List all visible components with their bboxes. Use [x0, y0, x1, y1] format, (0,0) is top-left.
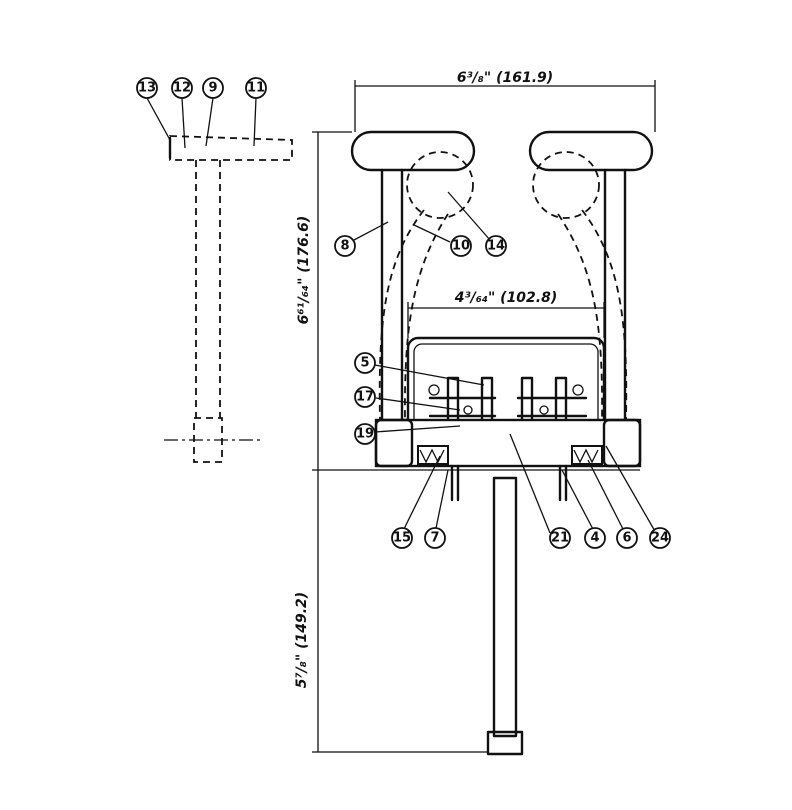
- dimension-upper-height: 6⁶¹/₆₄" (176.6): [296, 131, 640, 471]
- right-spring-block: [571, 445, 603, 465]
- svg-text:8: 8: [340, 239, 349, 254]
- support-column: [492, 476, 518, 738]
- svg-text:14: 14: [487, 239, 505, 254]
- svg-text:12: 12: [173, 81, 191, 96]
- callout-6: 6: [616, 527, 638, 549]
- callout-10: 10: [450, 235, 472, 257]
- dimension-inner-width-label: 4³/₆₄" (102.8): [454, 290, 558, 306]
- callout-12: 12: [171, 77, 193, 99]
- left-lever-hub: [406, 151, 474, 219]
- callout-14: 14: [485, 235, 507, 257]
- svg-text:7: 7: [430, 531, 439, 546]
- callout-19: 19: [354, 423, 376, 445]
- svg-text:17: 17: [356, 390, 374, 405]
- column-foot: [486, 730, 524, 756]
- dimension-lower-height: 5⁷/₈" (149.2): [294, 470, 488, 753]
- svg-text:15: 15: [393, 531, 411, 546]
- dimension-inner-width: 4³/₆₄" (102.8): [407, 290, 605, 338]
- callout-15: 15: [391, 527, 413, 549]
- callout-4: 4: [584, 527, 606, 549]
- svg-text:6: 6: [622, 531, 631, 546]
- svg-text:9: 9: [208, 81, 217, 96]
- dimension-top-width-label: 6³/₈" (161.9): [457, 70, 553, 86]
- svg-text:19: 19: [356, 427, 374, 442]
- svg-text:10: 10: [452, 239, 470, 254]
- callout-5: 5: [354, 352, 376, 374]
- callout-21: 21: [549, 527, 571, 549]
- left-lever-handle: [350, 130, 476, 172]
- front-view: [350, 130, 657, 756]
- svg-text:4: 4: [590, 531, 599, 546]
- svg-text:24: 24: [651, 531, 669, 546]
- dimension-top-width: 6³/₈" (161.9): [354, 70, 656, 132]
- right-lever-handle: [528, 130, 654, 172]
- right-lever-hub: [532, 151, 600, 219]
- side-view-handle-head: [169, 135, 293, 161]
- svg-text:11: 11: [247, 81, 265, 96]
- callout-7: 7: [424, 527, 446, 549]
- left-spring-block: [417, 445, 449, 465]
- svg-text:21: 21: [551, 531, 569, 546]
- dimension-upper-height-label: 6⁶¹/₆₄" (176.6): [296, 216, 312, 325]
- svg-text:13: 13: [138, 81, 156, 96]
- callout-24: 24: [649, 527, 671, 549]
- callout-11: 11: [245, 77, 267, 99]
- callout-9: 9: [202, 77, 224, 99]
- callout-13: 13: [136, 77, 158, 99]
- side-view: [146, 97, 293, 463]
- dimension-lower-height-label: 5⁷/₈" (149.2): [294, 592, 310, 688]
- callout-17: 17: [354, 386, 376, 408]
- callout-8: 8: [334, 235, 356, 257]
- svg-text:5: 5: [360, 356, 369, 371]
